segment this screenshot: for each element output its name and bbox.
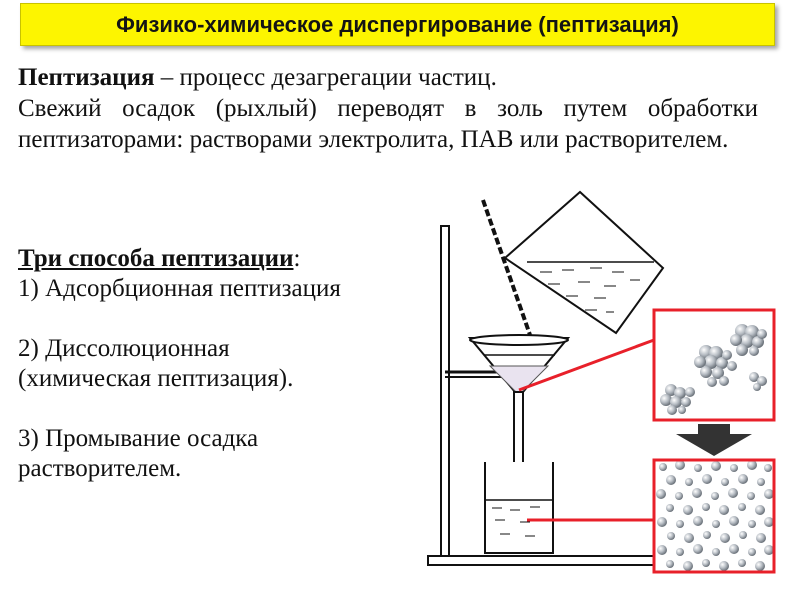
- method-item-3-detail: растворителем.: [18, 455, 182, 482]
- beaker: [484, 462, 554, 554]
- intro-text: Пептизация – процесс дезагрегации частиц…: [18, 62, 758, 155]
- definition-line: Пептизация – процесс дезагрегации частиц…: [18, 62, 758, 93]
- description-text: Свежий осадок (рыхлый) переводят в золь …: [18, 95, 758, 153]
- page-title: Физико-химическое диспергирование (пепти…: [116, 11, 679, 37]
- methods-heading-line: Три способа пептизации:: [18, 244, 438, 274]
- methods-heading-colon: :: [293, 245, 301, 272]
- down-arrow-icon: [676, 424, 752, 456]
- definition-term: Пептизация: [18, 64, 155, 91]
- definition-text: – процесс дезагрегации частиц.: [154, 64, 497, 91]
- stand-base: [427, 555, 655, 566]
- title-banner: Физико-химическое диспергирование (пепти…: [20, 3, 775, 46]
- method-item-3: 3) Промывание осадка: [18, 425, 259, 452]
- stand-rod: [440, 225, 450, 557]
- aggregate-panel: [652, 308, 776, 422]
- method-item-1: 1) Адсорбционная пептизация: [18, 275, 341, 302]
- method-item-2: 2) Диссолюционная: [18, 335, 230, 362]
- glass-rod: [481, 199, 532, 336]
- funnel: [467, 334, 571, 479]
- method-item-2-detail: (химическая пептизация).: [18, 365, 294, 392]
- pouring-vessel: [503, 190, 665, 335]
- callout-line-top: [518, 338, 655, 392]
- sol-panel: [652, 458, 776, 574]
- methods-heading: Три способа пептизации: [18, 245, 294, 272]
- methods-list: Три способа пептизации: 1) Адсорбционная…: [18, 244, 438, 484]
